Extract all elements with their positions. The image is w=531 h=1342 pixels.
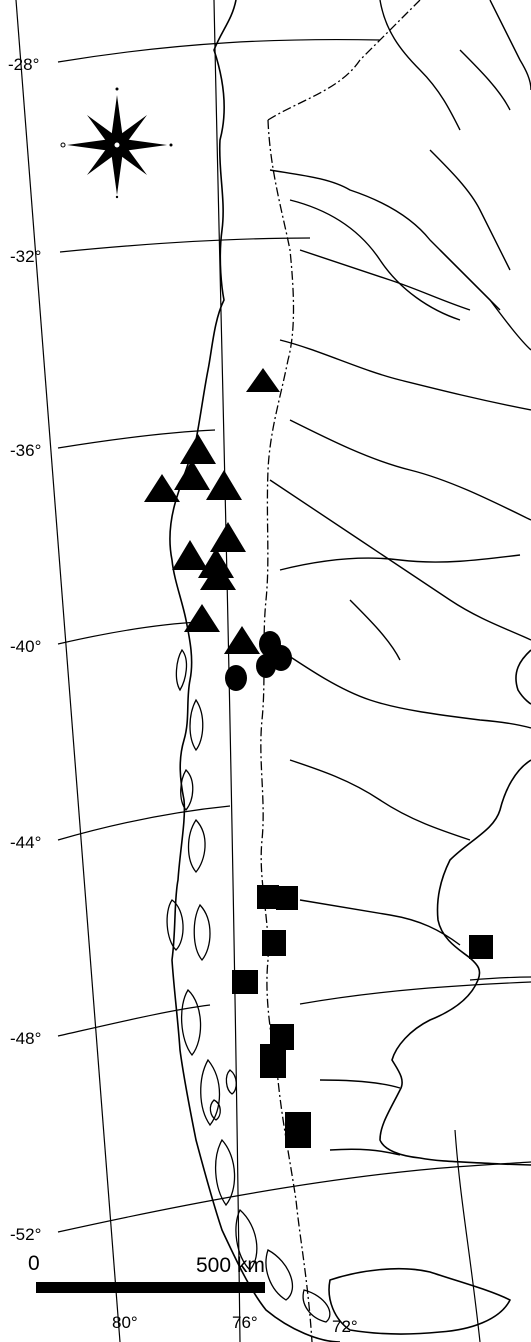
square-marker	[262, 930, 286, 956]
parallel-44-east	[469, 976, 531, 981]
parallel-40	[57, 621, 201, 645]
square-marker	[257, 885, 279, 909]
pacific-coastline	[169, 0, 341, 1342]
atlantic-coastline	[379, 649, 531, 1166]
triangle-marker	[246, 368, 280, 392]
rivers	[269, 0, 531, 1156]
meridian-80	[15, 0, 121, 1342]
parallel-32	[59, 237, 311, 253]
longitude-labels: 80° 76° 72°	[112, 1313, 358, 1336]
scale-start-label: 0	[28, 1252, 40, 1275]
lat-label-52: -52°	[10, 1225, 41, 1244]
lat-label-36: -36°	[10, 441, 41, 460]
circle-marker	[256, 654, 276, 678]
compass-rose-icon	[60, 87, 173, 199]
circle-marker	[225, 665, 247, 691]
triangle-marker	[206, 470, 242, 500]
parallel-48-east	[299, 981, 531, 1005]
triangle-markers	[144, 368, 280, 654]
square-marker	[276, 886, 298, 910]
triangle-marker	[172, 540, 208, 570]
graticule	[15, 0, 531, 1342]
triangle-marker	[144, 474, 180, 502]
lat-label-44: -44°	[10, 833, 41, 852]
parallel-36	[57, 429, 216, 449]
triangle-marker	[210, 522, 246, 552]
meridian-72	[454, 1129, 481, 1342]
square-marker	[469, 935, 493, 959]
scale-bar-line	[36, 1282, 265, 1293]
lat-label-40: -40°	[10, 637, 41, 656]
square-marker	[285, 1112, 311, 1148]
square-markers	[232, 885, 493, 1148]
parallel-28	[57, 38, 381, 63]
parallel-48	[57, 1004, 211, 1037]
latitude-labels: -28° -32° -36° -40° -44° -48° -52°	[8, 55, 41, 1244]
lat-label-28: -28°	[8, 55, 39, 74]
scale-bar: 0 500 km	[28, 1252, 265, 1293]
lat-label-32: -32°	[10, 247, 41, 266]
lon-label-80: 80°	[112, 1313, 138, 1332]
triangle-marker	[174, 460, 210, 490]
square-marker	[232, 970, 258, 994]
scale-end-label: 500 km	[196, 1254, 265, 1277]
triangle-marker	[224, 626, 260, 654]
parallel-44	[57, 805, 231, 841]
border-north	[267, 0, 421, 121]
triangle-marker	[200, 562, 236, 590]
triangle-marker	[184, 604, 220, 632]
tierra-del-fuego	[328, 1267, 511, 1335]
triangle-marker	[180, 434, 216, 464]
square-marker	[260, 1044, 286, 1078]
triangle-marker	[198, 548, 234, 578]
lon-label-76: 76°	[232, 1313, 258, 1332]
lon-label-72: 72°	[332, 1317, 358, 1336]
circle-markers	[225, 631, 292, 691]
international-border	[260, 119, 313, 1342]
parallel-52	[57, 1161, 531, 1233]
coastline	[169, 0, 531, 1342]
lat-label-48: -48°	[10, 1029, 41, 1048]
archipelago	[166, 648, 331, 1323]
